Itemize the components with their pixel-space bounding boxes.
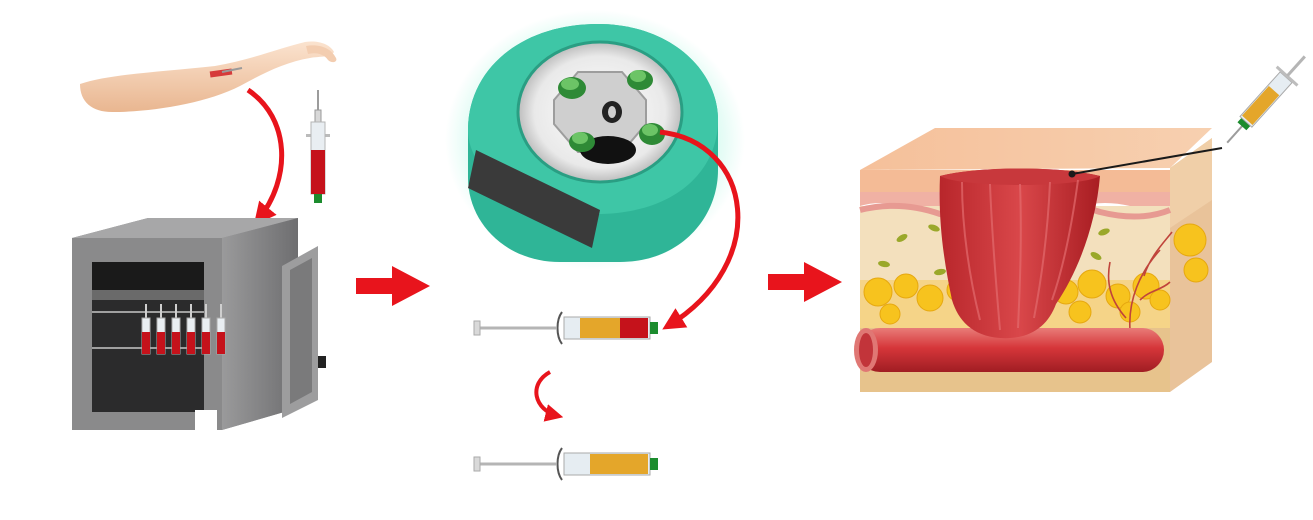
syringe-icon	[306, 90, 330, 203]
centrifuge-icon	[445, 10, 745, 270]
incubator-tubes	[141, 304, 226, 355]
fat-globule	[916, 284, 944, 312]
incubator-tube	[186, 304, 196, 355]
fat-globule	[893, 273, 919, 299]
incubator-tube	[216, 304, 226, 355]
injection-syringe-icon	[1226, 55, 1306, 144]
flow-arrow-5	[768, 262, 842, 302]
fat-globule	[1077, 269, 1107, 299]
fat-globule	[1183, 257, 1209, 283]
incubator-tube	[141, 304, 151, 355]
incubator-tube	[201, 304, 211, 355]
separated-syringe-icon	[473, 311, 658, 345]
arm-icon	[80, 41, 337, 112]
incubator-tube	[171, 304, 181, 355]
incubator-tube	[156, 304, 166, 355]
fat-globule	[879, 303, 901, 325]
skin-tissue-icon	[854, 128, 1223, 392]
flow-arrow-1	[246, 87, 285, 226]
flow-arrow-2	[356, 266, 430, 306]
fat-globule	[1149, 289, 1171, 311]
flow-arrow-3	[659, 129, 741, 330]
prp-syringe-icon	[473, 447, 658, 481]
incubator-icon	[72, 218, 326, 432]
fat-globule	[1068, 300, 1092, 324]
fat-globule	[863, 277, 893, 307]
fat-globule	[1173, 223, 1207, 257]
flow-arrow-4	[534, 370, 564, 422]
